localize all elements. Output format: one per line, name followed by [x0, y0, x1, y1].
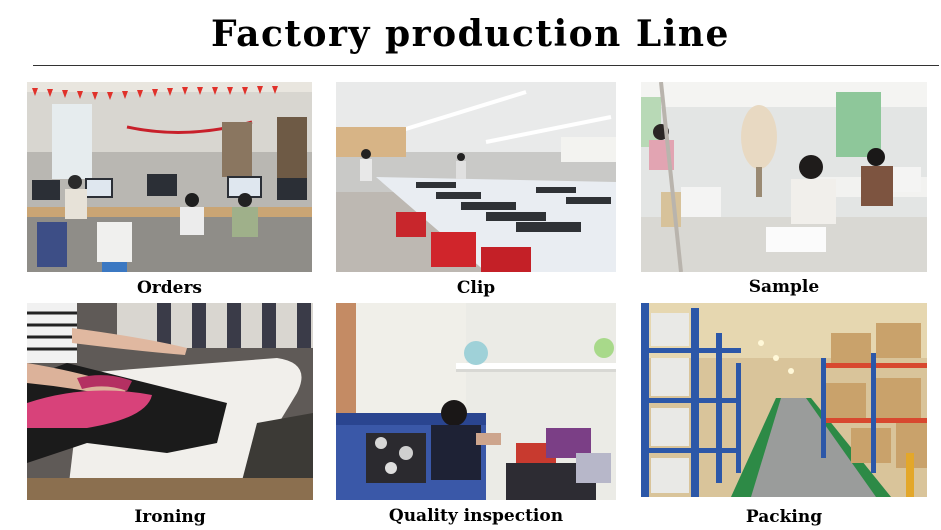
- panel-caption: Ironing: [134, 507, 206, 527]
- ironing-table-photo: [27, 303, 313, 500]
- sewing-workshop-photo: [641, 82, 927, 272]
- inspection-bench-photo: [336, 303, 616, 500]
- panel-caption: Quality inspection: [388, 506, 564, 526]
- title-divider: [33, 65, 939, 66]
- page-title: Factory production Line: [211, 13, 730, 55]
- office-workstations-photo: [27, 82, 312, 272]
- panel-caption: Sample: [748, 277, 820, 297]
- panel-caption: Clip: [456, 278, 496, 298]
- warehouse-shelves-photo: [641, 303, 927, 497]
- cutting-table-photo: [336, 82, 616, 272]
- panel-caption: Packing: [745, 507, 823, 527]
- panel-caption: Orders: [137, 278, 202, 298]
